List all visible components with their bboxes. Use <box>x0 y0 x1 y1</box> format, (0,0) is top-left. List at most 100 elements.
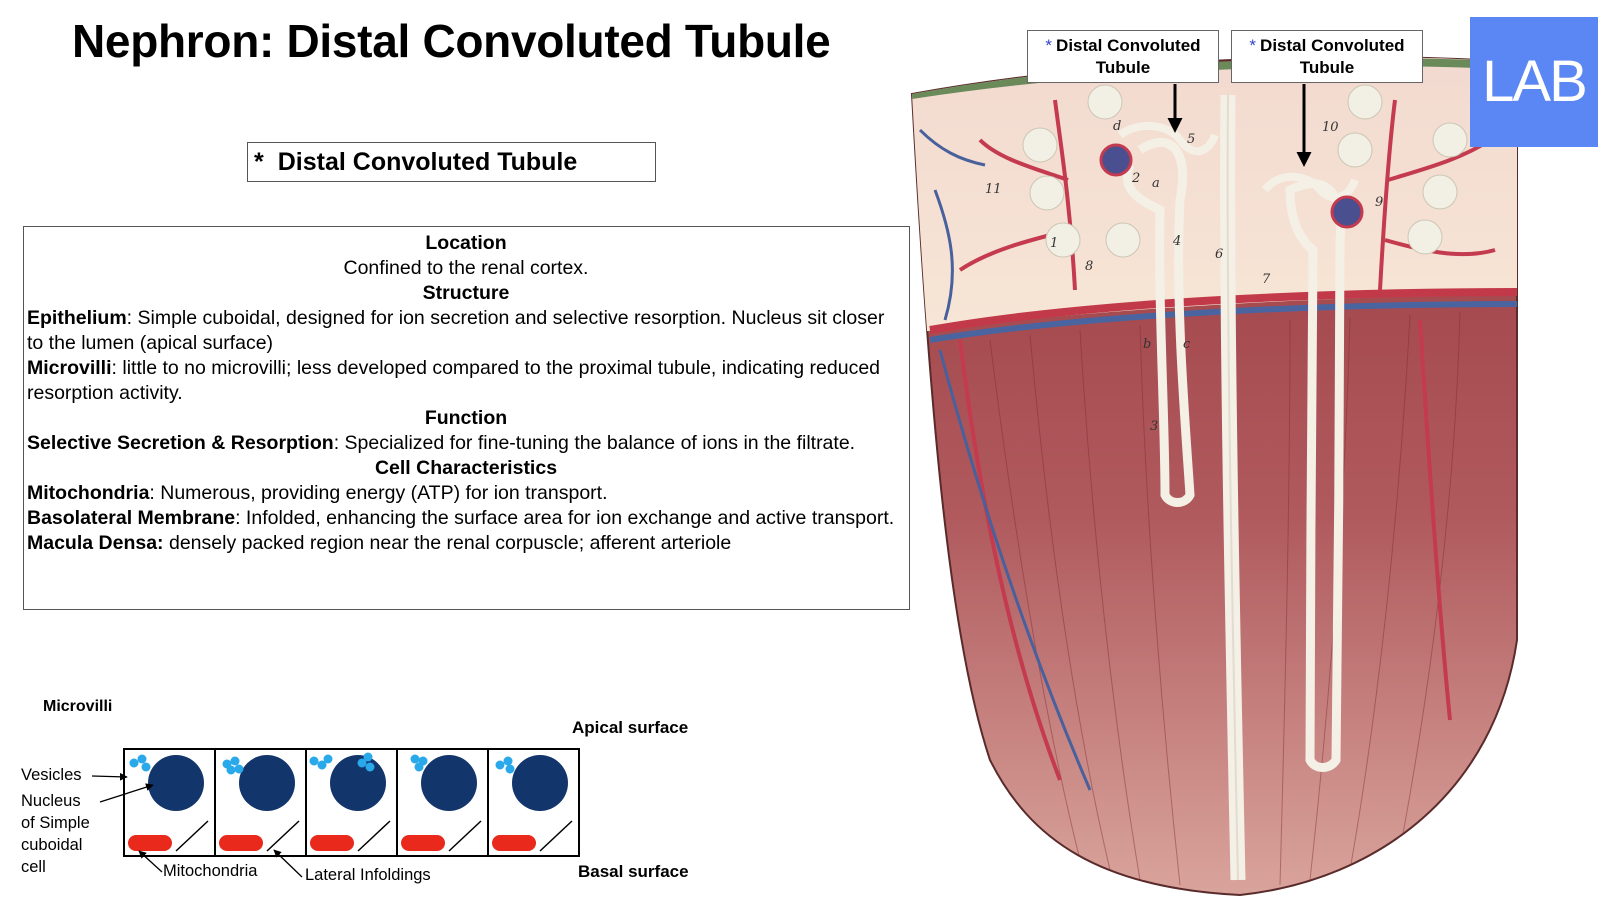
lateral-infolding <box>357 820 391 852</box>
model-number-label: 1 <box>1050 236 1058 251</box>
lateral-infolding <box>539 820 573 852</box>
basolateral-entry: Basolateral Membrane: Infolded, enhancin… <box>27 506 905 531</box>
mitochondrion <box>492 835 536 851</box>
vesicle <box>129 758 139 768</box>
asterisk-marker: * <box>254 148 264 176</box>
structure-name: Distal Convoluted Tubule <box>277 148 578 176</box>
nucleus-label-line: of Simple <box>21 814 90 832</box>
model-number-label: 7 <box>1262 272 1271 287</box>
model-number-label: c <box>1183 337 1191 352</box>
model-number-label: 8 <box>1085 259 1093 274</box>
location-heading: Location <box>425 232 507 254</box>
structure-name-box: * Distal Convoluted Tubule <box>247 142 656 182</box>
cell-nucleus <box>148 755 204 811</box>
vesicle <box>234 764 244 774</box>
asterisk-marker: * <box>1249 36 1257 55</box>
epithelium-text: : Simple cuboidal, designed for ion secr… <box>27 307 885 354</box>
microvilli-label: Microvilli <box>43 698 113 715</box>
lateral-infolding <box>266 820 300 852</box>
cell-characteristics-heading: Cell Characteristics <box>374 457 558 479</box>
epithelium-term: Epithelium <box>27 307 127 329</box>
basolateral-term: Basolateral Membrane <box>27 507 236 529</box>
dct-callout-text: Distal Convoluted <box>1260 36 1405 55</box>
vesicle <box>317 760 327 770</box>
vesicle <box>505 764 515 774</box>
vesicle <box>363 752 373 762</box>
mitochondrion <box>128 835 172 851</box>
vesicle <box>309 756 319 766</box>
vesicle <box>323 754 333 764</box>
lab-badge: LAB <box>1470 17 1598 147</box>
vesicle <box>141 762 151 772</box>
dct-callout-line1: *Distal Convoluted <box>1028 35 1218 57</box>
infoldings-pointer <box>273 849 303 878</box>
model-number-label: 9 <box>1375 195 1383 210</box>
vesicles-pointer <box>91 772 128 781</box>
basal-surface-label: Basal surface <box>578 862 689 881</box>
asterisk-marker: * <box>1045 36 1053 55</box>
secretion-text: : Specialized for fine-tuning the balanc… <box>333 432 856 454</box>
lateral-infolding <box>448 820 482 852</box>
vesicle <box>414 762 424 772</box>
cell-nucleus <box>239 755 295 811</box>
lateral-infoldings-label: Lateral Infoldings <box>305 866 431 884</box>
lateral-infolding <box>175 820 209 852</box>
model-number-label: 10 <box>1322 120 1339 135</box>
model-number-label: a <box>1152 176 1160 191</box>
function-heading: Function <box>424 407 508 429</box>
model-number-label: 5 <box>1187 132 1195 147</box>
vesicle <box>365 762 375 772</box>
apical-surface-label: Apical surface <box>572 718 689 737</box>
mitochondrion <box>310 835 354 851</box>
model-number-label: 4 <box>1172 234 1181 249</box>
microvilli-entry: Microvilli: little to no microvilli; les… <box>27 356 905 406</box>
macula-densa-entry: Macula Densa: densely packed region near… <box>27 531 905 556</box>
vesicles-label: Vesicles <box>21 766 82 784</box>
dct-callout-line1: *Distal Convoluted <box>1232 35 1422 57</box>
vesicle <box>137 754 147 764</box>
nucleus-label-line: cell <box>21 858 46 876</box>
nucleus-label-line: cuboidal <box>21 836 83 854</box>
mitochondria-entry: Mitochondria: Numerous, providing energy… <box>27 481 905 506</box>
vesicle <box>357 758 367 768</box>
mitochondria-label: Mitochondria <box>163 862 258 880</box>
model-number-label: 11 <box>985 182 1002 197</box>
page-title: Nephron: Distal Convoluted Tubule <box>72 15 831 67</box>
location-text: Confined to the renal cortex. <box>343 257 589 279</box>
model-number-label: 6 <box>1215 247 1223 262</box>
model-number-label: 2 <box>1131 171 1140 186</box>
dct-callout-line2: Tubule <box>1299 58 1355 77</box>
dct-callout-right: *Distal Convoluted Tubule <box>1231 30 1423 83</box>
vesicle <box>230 756 240 766</box>
microvilli-term: Microvilli <box>27 357 112 379</box>
nucleus-pointer <box>99 783 154 803</box>
dct-callout-line2: Tubule <box>1095 58 1151 77</box>
structure-heading: Structure <box>422 282 510 304</box>
mitochondria-text: : Numerous, providing energy (ATP) for i… <box>149 482 608 504</box>
vesicle <box>503 756 513 766</box>
dct-callout-text: Distal Convoluted <box>1056 36 1201 55</box>
cell-nucleus <box>421 755 477 811</box>
secretion-term: Selective Secretion & Resorption <box>27 432 334 454</box>
info-box: Location Confined to the renal cortex. S… <box>23 226 910 610</box>
cell-nucleus <box>512 755 568 811</box>
secretion-entry: Selective Secretion & Resorption: Specia… <box>27 431 905 456</box>
nucleus-label-line: Nucleus <box>21 792 81 810</box>
mitochondrion <box>219 835 263 851</box>
nucleus-label: Nucleus of Simple cuboidal cell <box>21 790 90 878</box>
mitochondrion <box>401 835 445 851</box>
dct-callout-left: *Distal Convoluted Tubule <box>1027 30 1219 83</box>
model-number-label: d <box>1113 119 1121 134</box>
microvilli-text: : little to no microvilli; less develope… <box>27 357 881 404</box>
basolateral-text: : Infolded, enhancing the surface area f… <box>235 507 895 529</box>
macula-densa-term: Macula Densa: <box>27 532 164 554</box>
macula-densa-text: densely packed region near the renal cor… <box>163 532 732 554</box>
epithelium-entry: Epithelium: Simple cuboidal, designed fo… <box>27 306 905 356</box>
vesicle <box>495 760 505 770</box>
vesicle <box>226 765 236 775</box>
vesicle <box>410 754 420 764</box>
mitochondria-term: Mitochondria <box>27 482 150 504</box>
model-number-label: b <box>1143 337 1151 352</box>
